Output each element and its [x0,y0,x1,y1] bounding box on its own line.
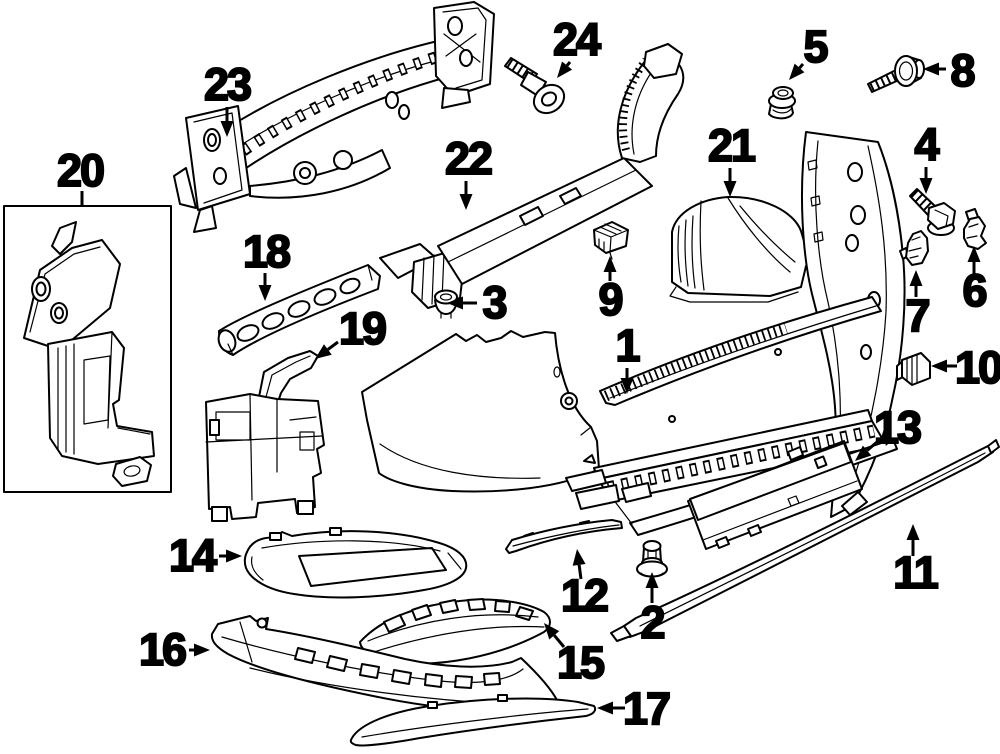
callout-arrow-line [577,564,583,580]
callout-label-1[interactable]: 1 [614,319,642,372]
callout-label-11[interactable]: 11 [892,546,941,599]
callout-label-17[interactable]: 17 [622,682,673,735]
callout-arrow-head [597,701,613,715]
callout-label-19[interactable]: 19 [338,302,389,355]
callout-arrow-head [572,549,586,566]
callout-arrow-line [553,634,566,648]
part-13-step-pad [687,440,863,550]
callout-arrow-head [906,524,920,540]
callout-20[interactable]: 20 [56,144,107,206]
callout-label-13[interactable]: 13 [873,401,924,454]
part-10-retainer [896,352,931,386]
callout-arrow-head [645,572,659,588]
callout-arrow-head [557,61,573,78]
part-12-reflector [505,519,623,554]
callout-arrow-head [459,194,473,210]
callout-arrow-head [447,296,463,310]
callout-label-8[interactable]: 8 [949,44,977,97]
callout-label-12[interactable]: 12 [560,569,611,622]
callout-arrow-head [919,178,933,194]
callout-18[interactable]: 18 [242,225,293,301]
callout-arrow-line [798,63,805,69]
callout-label-21[interactable]: 21 [707,119,758,172]
part-2-nut [636,540,668,578]
callout-16[interactable]: 16 [138,623,210,676]
callout-10[interactable]: 10 [931,341,1000,394]
callout-arrow-head [967,246,981,262]
callout-17[interactable]: 17 [597,682,673,735]
callout-1[interactable]: 1 [614,319,642,394]
part-17-trim-strip [349,694,597,747]
callout-3[interactable]: 3 [447,276,509,329]
part-9-clip [593,221,629,260]
part-18-bracket-strip [217,264,381,356]
callout-11[interactable]: 11 [892,524,941,599]
callout-label-4[interactable]: 4 [913,118,942,171]
callout-arrow-line [565,61,572,67]
callout-arrow-head [931,359,947,373]
callout-arrow-head [620,378,634,394]
callout-9[interactable]: 9 [597,256,625,326]
callout-14[interactable]: 14 [168,529,242,582]
callout-arrow-line [866,440,878,452]
callout-label-14[interactable]: 14 [168,529,220,582]
callout-label-9[interactable]: 9 [597,273,625,326]
callout-label-3[interactable]: 3 [481,276,509,329]
callout-label-23[interactable]: 23 [203,58,254,111]
callout-arrow-head [855,445,872,461]
callout-13[interactable]: 13 [855,401,924,461]
part-11-lower-molding [610,439,1000,642]
callout-arrow-head [789,63,805,80]
callout-arrow-head [226,549,242,563]
callout-label-22[interactable]: 22 [444,132,495,185]
callout-arrow-head [909,270,923,286]
callout-15[interactable]: 15 [544,623,607,689]
part-5-screw-grommet [768,86,796,120]
part-23-impact-bar [173,1,495,233]
callout-8[interactable]: 8 [923,44,977,97]
callout-arrow-head [194,643,210,657]
callout-23[interactable]: 23 [203,58,254,137]
callout-label-18[interactable]: 18 [242,225,293,278]
callout-5[interactable]: 5 [789,20,830,80]
callout-24[interactable]: 24 [552,13,604,78]
callout-label-24[interactable]: 24 [552,13,604,66]
part-22-upper-retainer [379,43,685,309]
callout-arrow-line [326,340,339,351]
callout-label-20[interactable]: 20 [56,144,107,197]
callout-12[interactable]: 12 [560,549,611,622]
callout-label-10[interactable]: 10 [954,341,1000,394]
part-21-cover [669,195,834,303]
callout-2[interactable]: 2 [639,572,667,649]
callout-arrow-head [923,62,939,76]
callout-arrow-head [258,285,272,301]
callout-22[interactable]: 22 [444,132,495,210]
part-14-valance [243,527,468,599]
callout-21[interactable]: 21 [707,119,758,197]
callout-arrow-head [220,121,234,137]
callout-arrow-head [723,181,737,197]
part-20-boxed-bracket [3,205,172,493]
part-4-bolt [909,188,956,236]
part-8-bolt [867,55,925,93]
callout-label-7[interactable]: 7 [904,289,932,342]
callout-label-16[interactable]: 16 [138,623,189,676]
callout-19[interactable]: 19 [315,302,389,359]
callout-7[interactable]: 7 [904,270,932,342]
callout-label-5[interactable]: 5 [802,20,830,73]
part-7-clip [899,230,929,266]
part-24-tow-hook [504,57,566,115]
callout-arrow-head [603,256,617,272]
callout-arrow-head [315,344,332,359]
part-19-side-support [205,350,325,522]
callout-label-15[interactable]: 15 [556,636,607,689]
callout-6[interactable]: 6 [961,246,989,317]
callout-label-2[interactable]: 2 [639,596,667,649]
callout-label-6[interactable]: 6 [961,264,989,317]
part-6-clip [963,208,987,250]
callout-arrow-head [544,623,560,640]
